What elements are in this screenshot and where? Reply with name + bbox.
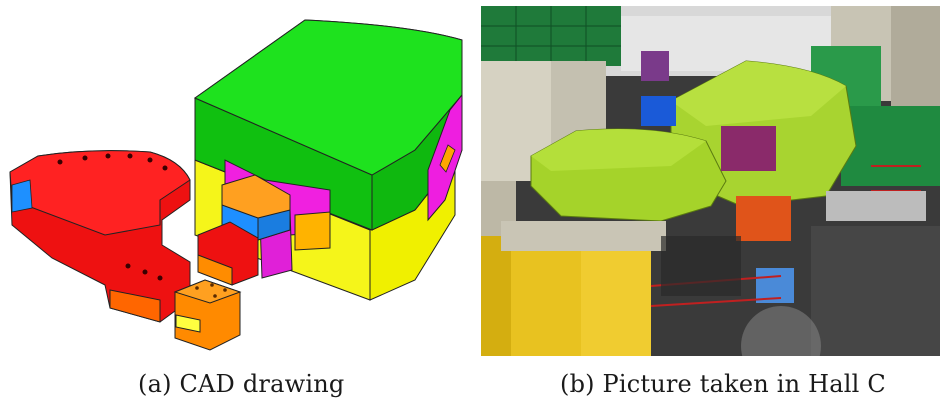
red-magnet (9, 150, 191, 323)
caption-hall-c-picture: (b) Picture taken in Hall C (560, 370, 886, 398)
small-magnets (197, 174, 291, 286)
large-magnet (193, 19, 463, 301)
hall-c-photo-panel (481, 6, 940, 356)
caption-cad-drawing: (a) CAD drawing (138, 370, 345, 398)
hall-c-photo (481, 6, 940, 356)
cad-drawing-panel (0, 0, 470, 360)
orange-block (173, 279, 242, 351)
cad-drawing-illustration (9, 19, 463, 351)
